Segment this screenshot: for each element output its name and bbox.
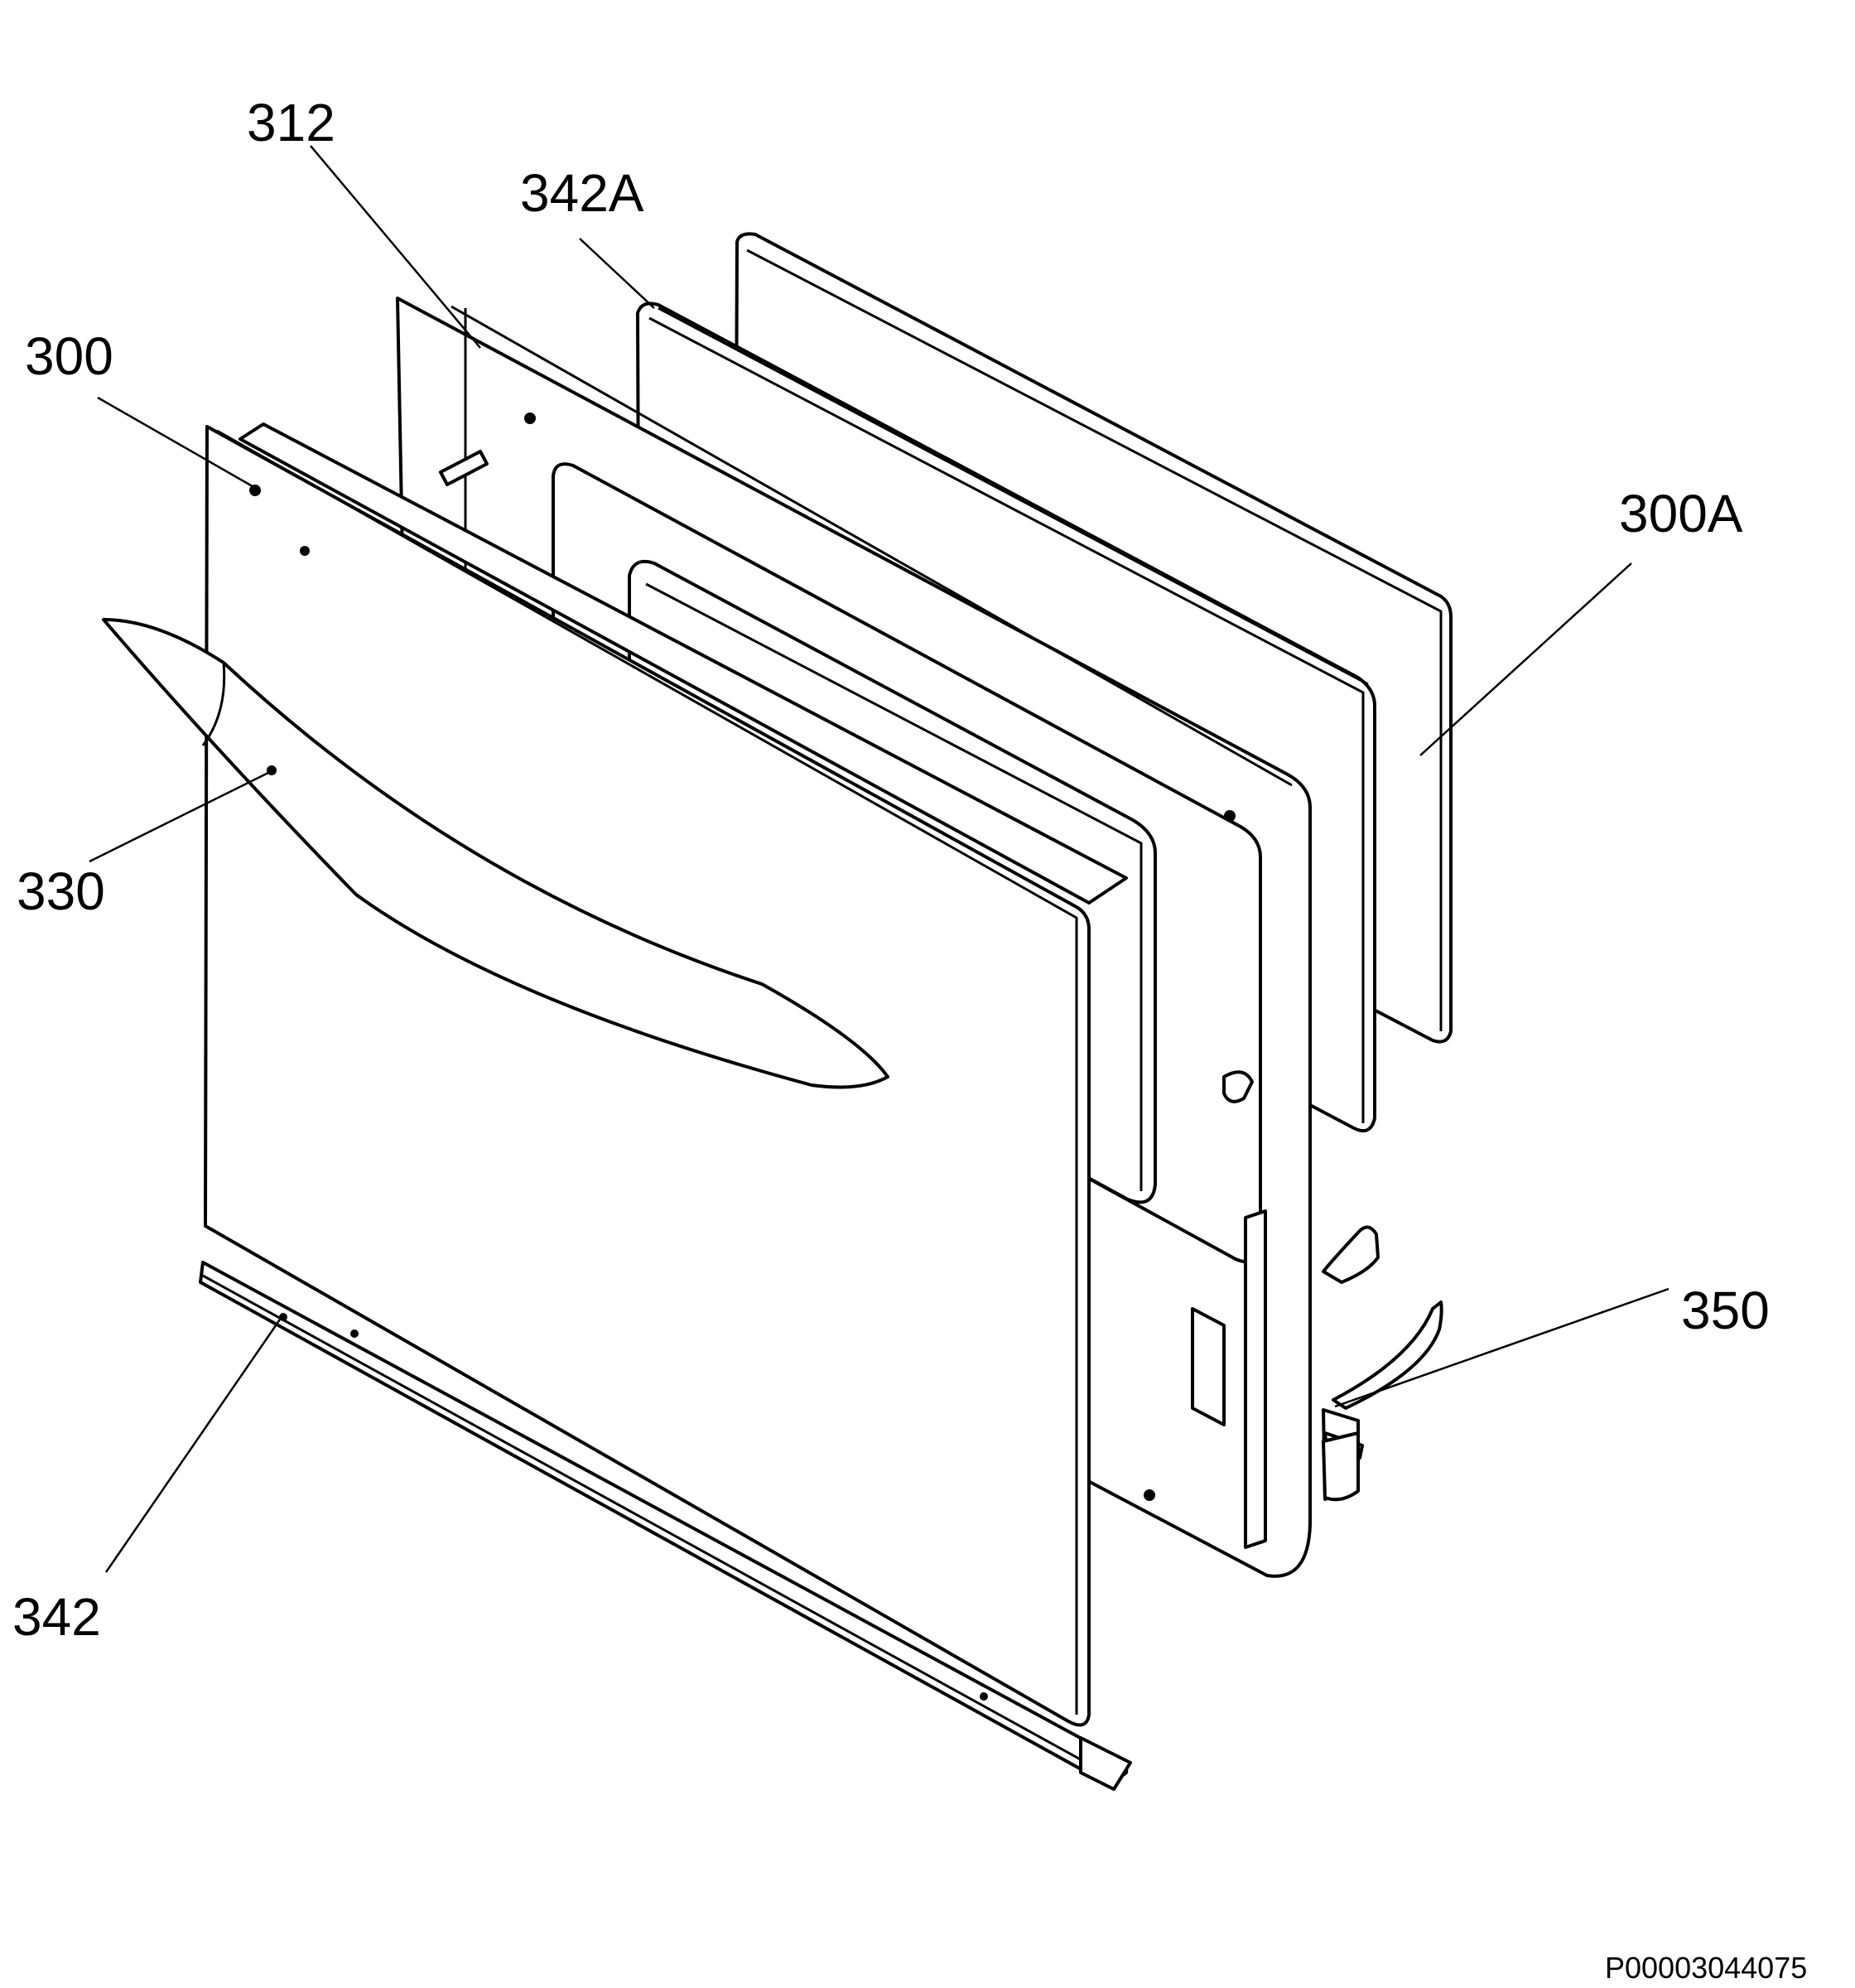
label-342: 342	[12, 1587, 101, 1647]
label-330: 330	[17, 861, 105, 921]
label-300: 300	[25, 326, 113, 386]
drawing-code: P00003044075	[1605, 1951, 1807, 1985]
label-342a: 342A	[520, 163, 644, 223]
label-312: 312	[247, 93, 335, 152]
label-350: 350	[1681, 1281, 1770, 1340]
part-300-outer-glass	[204, 422, 1128, 1727]
part-350-hinge	[1322, 1225, 1443, 1502]
label-300a: 300A	[1619, 484, 1743, 543]
part-342-bottom-strip	[199, 1261, 1132, 1791]
leader-lines	[89, 145, 1670, 1573]
